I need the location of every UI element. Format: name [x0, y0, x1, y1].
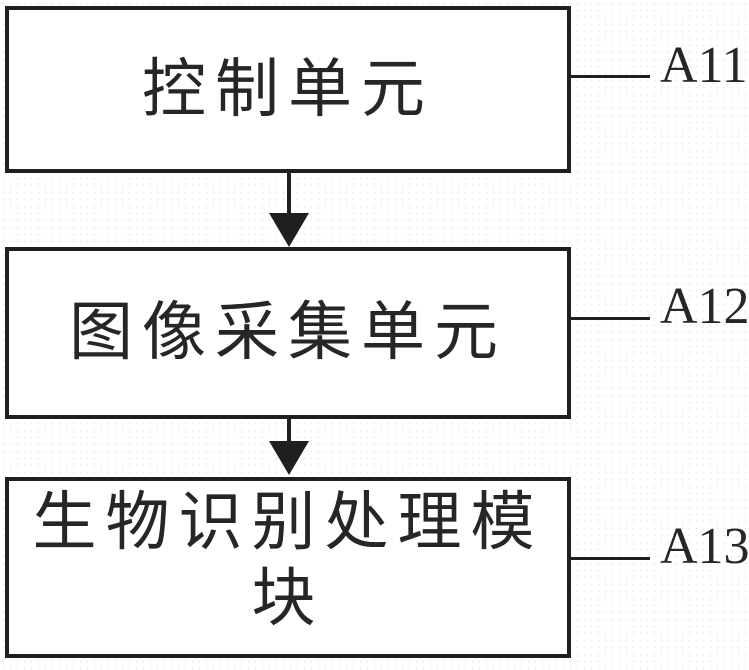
down-arrow-shaft-2: [287, 418, 291, 444]
box-label-biometric-processing-module: 生物识别处理模块: [32, 486, 544, 636]
down-arrow-head-icon-2: [269, 441, 309, 475]
flowchart-box-control-unit: 控制单元: [5, 6, 571, 173]
lead-line-a13: [569, 557, 650, 560]
lead-line-a12: [569, 317, 650, 320]
flowchart-box-biometric-processing-module: 生物识别处理模块: [5, 477, 571, 658]
box-label-control-unit: 控制单元: [142, 52, 434, 127]
box-label-image-acquisition-unit: 图像采集单元: [69, 296, 507, 370]
ref-label-a11: A11: [660, 37, 748, 94]
ref-label-a13: A13: [660, 518, 749, 575]
down-arrow-head-icon-1: [269, 213, 309, 247]
flowchart-box-image-acquisition-unit: 图像采集单元: [5, 247, 571, 419]
down-arrow-shaft-1: [287, 172, 291, 217]
ref-label-a12: A12: [660, 278, 749, 335]
lead-line-a11: [569, 75, 650, 78]
